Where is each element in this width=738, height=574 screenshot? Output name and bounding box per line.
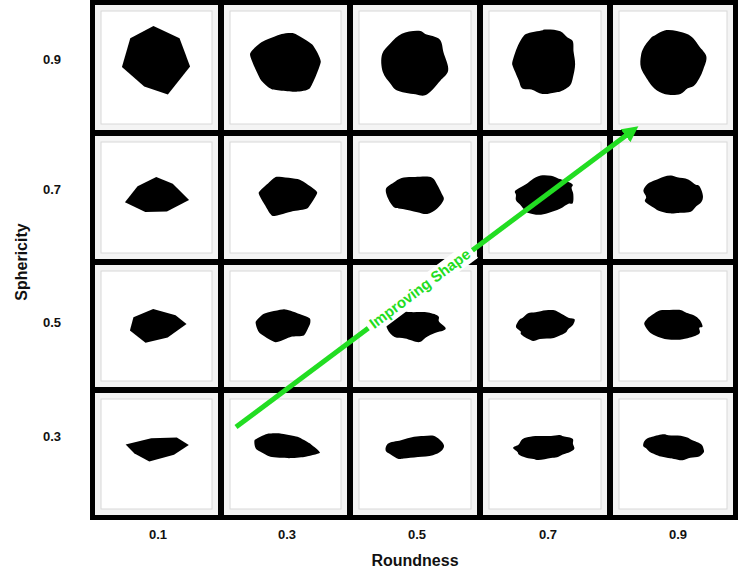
tick-label: 0.7	[539, 528, 557, 542]
cell-inner	[230, 11, 341, 124]
cell-inner	[489, 399, 601, 509]
grid-cell	[224, 265, 347, 387]
grid-cell	[613, 393, 733, 515]
tick-label: 0.3	[43, 430, 61, 444]
grid-cell	[353, 393, 477, 515]
cell-inner	[359, 11, 471, 124]
grain-silhouette	[381, 31, 448, 96]
grid-frame	[90, 0, 738, 520]
grid-cell	[353, 136, 477, 259]
cell-inner	[359, 142, 471, 253]
grain-silhouette	[126, 437, 189, 461]
grid-cell	[224, 136, 347, 259]
cell-inner	[489, 11, 601, 124]
grid-cell	[613, 136, 733, 259]
grain-silhouette	[250, 33, 321, 92]
grid-cell	[483, 393, 607, 515]
tick-label: 0.9	[669, 528, 687, 542]
tick-label: 0.9	[43, 53, 61, 67]
cell-inner	[101, 271, 212, 381]
grid-cell	[483, 5, 607, 130]
grid-cell	[483, 265, 607, 387]
grid-cell	[224, 393, 347, 515]
grain-silhouette	[259, 177, 318, 216]
grain-silhouette	[640, 30, 706, 95]
cell-inner	[101, 142, 212, 253]
cell-inner	[619, 142, 727, 253]
grid-cell	[613, 265, 733, 387]
tick-label: 0.1	[149, 528, 167, 542]
grain-silhouette	[644, 310, 702, 340]
grid-cell	[95, 393, 218, 515]
cell-inner	[489, 271, 601, 381]
grid-cell	[95, 5, 218, 130]
grain-silhouette	[386, 177, 444, 214]
tick-label: 0.5	[43, 316, 61, 330]
trend-arrow	[236, 131, 632, 427]
grain-silhouette	[254, 433, 320, 458]
grain-silhouette	[385, 435, 444, 459]
tick-label: 0.5	[408, 528, 426, 542]
grain-silhouette	[125, 177, 189, 212]
axis-title: Sphericity	[13, 223, 31, 300]
grain-silhouette	[256, 309, 311, 342]
grain-silhouette	[512, 30, 575, 95]
axis-title: Roundness	[371, 552, 458, 570]
cell-inner	[101, 399, 212, 509]
grid-cell	[613, 5, 733, 130]
cell-inner	[230, 142, 341, 253]
tick-label: 0.3	[278, 528, 296, 542]
cell-inner	[230, 399, 341, 509]
cell-inner	[101, 11, 212, 124]
cell-inner	[619, 399, 727, 509]
grain-silhouette	[643, 434, 704, 460]
cell-inner	[359, 399, 471, 509]
tick-label: 0.7	[43, 183, 61, 197]
grain-silhouette	[130, 309, 187, 343]
grid-cell	[95, 265, 218, 387]
grid-cell	[353, 5, 477, 130]
grain-silhouette	[513, 435, 574, 460]
cell-inner	[619, 271, 727, 381]
grid-cell	[224, 5, 347, 130]
cell-inner	[619, 11, 727, 124]
grid-cell	[95, 136, 218, 259]
cell-inner	[230, 271, 341, 381]
grain-silhouette	[643, 176, 703, 214]
grain-silhouette	[516, 310, 575, 341]
grain-silhouette	[122, 26, 190, 95]
